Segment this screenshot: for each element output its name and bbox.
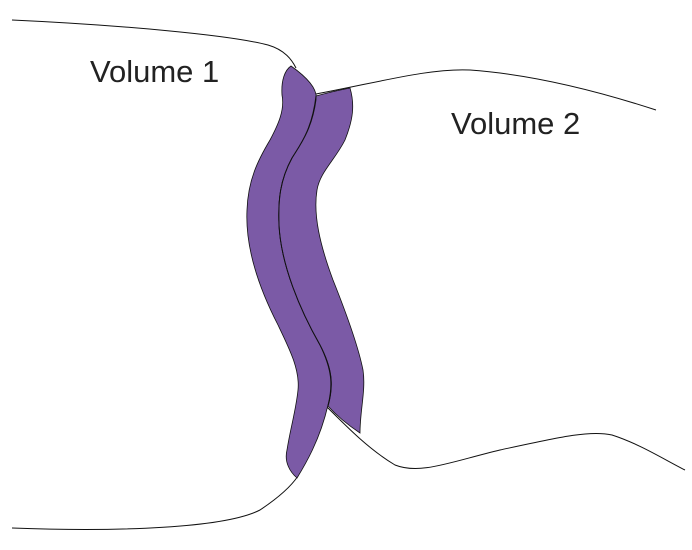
interface-boundary-line (278, 95, 332, 407)
volume-2-bottom-boundary (325, 405, 686, 471)
volume-1-bottom-boundary (11, 475, 299, 530)
volume-2-top-boundary (315, 69, 657, 111)
volume-1-label: Volume 1 (90, 54, 219, 89)
volume-1-top-boundary (11, 19, 297, 69)
volume-2-label: Volume 2 (451, 106, 580, 141)
